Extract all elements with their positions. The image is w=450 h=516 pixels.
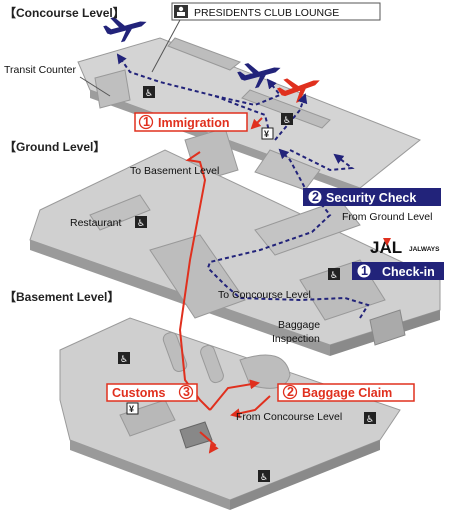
departure-route [116, 53, 370, 319]
baggage-claim-step: 2 Baggage Claim [277, 383, 415, 402]
basement-level-title: 【Basement Level】 [4, 289, 119, 304]
svg-text:♿: ♿ [283, 116, 291, 126]
check-in-step: 1 Check-in [352, 262, 444, 280]
restroom-icon: ♿ [143, 86, 155, 99]
svg-text:♿: ♿ [120, 355, 128, 365]
immigration-label: Immigration [158, 116, 230, 130]
plane-arrival-icon [276, 78, 320, 103]
svg-text:♿: ♿ [330, 271, 338, 281]
immigration-number: 1 [143, 115, 150, 129]
from-ground-label: From Ground Level [342, 211, 432, 223]
security-check-step: 2 Security Check [303, 188, 441, 206]
restroom-icon: ♿ [364, 412, 376, 425]
restroom-icon: ♿ [118, 352, 130, 365]
customs-label: Customs [112, 386, 166, 400]
restroom-icon: ♿ [135, 216, 147, 229]
plane-departure-icon [103, 17, 147, 43]
svg-text:♿: ♿ [145, 89, 153, 99]
basement-floor [59, 317, 401, 510]
baggage-claim-number: 2 [287, 385, 294, 399]
customs-number: 3 [183, 385, 190, 399]
svg-text:♿: ♿ [366, 415, 374, 425]
jal-logo: JAL JALWAYS [370, 238, 440, 257]
check-in-label: Check-in [382, 265, 435, 279]
to-concourse-label: To Concourse Level [218, 289, 311, 301]
currency-exchange-icon: ¥ [126, 402, 139, 415]
baggage-inspection-label-2: Inspection [272, 333, 320, 345]
jalways-text: JALWAYS [409, 246, 440, 253]
restroom-icon: ♿ [258, 470, 270, 483]
baggage-inspection-label-1: Baggage [278, 319, 320, 331]
plane-departure-icon-2 [237, 63, 281, 89]
currency-exchange-icon: ¥ [261, 127, 274, 140]
immigration-step: 1 Immigration [134, 112, 248, 132]
svg-text:♿: ♿ [137, 219, 145, 229]
baggage-claim-label: Baggage Claim [302, 386, 392, 400]
transit-counter-label: Transit Counter [4, 64, 76, 76]
check-in-number: 1 [361, 264, 368, 278]
svg-text:¥: ¥ [129, 404, 134, 414]
customs-step: Customs 3 [106, 383, 198, 402]
presidents-club-lounge-label: PRESIDENTS CLUB LOUNGE [151, 2, 381, 73]
ground-level-title: 【Ground Level】 [4, 139, 105, 154]
restaurant-label: Restaurant [70, 217, 121, 229]
security-check-label: Security Check [326, 191, 416, 205]
jal-logo-text: JAL [370, 238, 402, 257]
security-check-number: 2 [312, 190, 319, 204]
svg-text:¥: ¥ [264, 129, 269, 139]
restroom-icon: ♿ [281, 113, 293, 126]
to-basement-label: To Basement Level [130, 165, 219, 177]
concourse-level-title: 【Concourse Level】 [4, 5, 125, 20]
from-concourse-label: From Concourse Level [236, 411, 342, 423]
lounge-icon [178, 6, 184, 12]
presidents-club-text: PRESIDENTS CLUB LOUNGE [194, 7, 339, 19]
svg-text:♿: ♿ [260, 473, 268, 483]
restroom-icon: ♿ [328, 268, 340, 281]
